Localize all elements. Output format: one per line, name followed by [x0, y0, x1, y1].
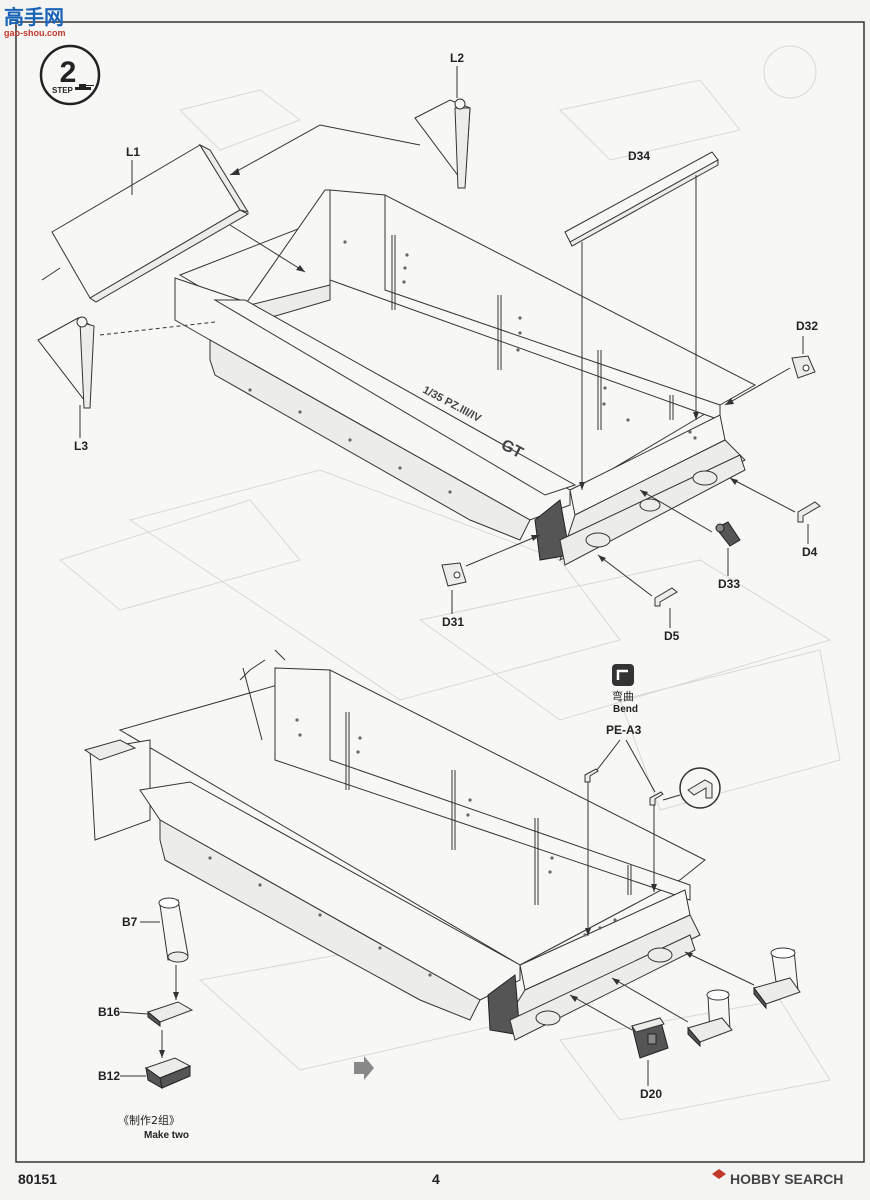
upper-hull-assembly: 1/35 PZ.III/IV GT — [174, 189, 757, 566]
label-B12: B12 — [98, 1069, 120, 1083]
page-number: 4 — [432, 1171, 440, 1187]
part-D31 — [441, 562, 467, 587]
subassembly-tower-left — [687, 989, 733, 1048]
watermark-logo: 高手网 gao-shou.com — [4, 5, 66, 38]
hobby-search-logo: HOBBY SEARCH — [712, 1169, 843, 1187]
watermark-site-url: gao-shou.com — [4, 28, 66, 38]
make-two-cn: 《制作2组》 — [118, 1113, 180, 1127]
rivet-dots-lower — [208, 718, 617, 977]
part-D32 — [791, 355, 816, 379]
subassembly-tower-right — [753, 947, 801, 1010]
label-B7: B7 — [122, 915, 138, 929]
label-L1: L1 — [126, 145, 140, 159]
label-B16: B16 — [98, 1005, 120, 1019]
bend-icon — [612, 664, 634, 686]
hobby-search-icon — [712, 1169, 726, 1179]
label-L2: L2 — [450, 51, 464, 65]
bend-detail-callout — [662, 767, 721, 809]
part-L3 — [37, 316, 95, 409]
part-B12 — [144, 1057, 192, 1089]
step-badge: 2 STEP — [39, 44, 101, 106]
label-D33: D33 — [718, 577, 740, 591]
label-D31: D31 — [442, 615, 464, 629]
part-D4 — [797, 501, 821, 523]
part-D34 — [564, 151, 719, 247]
watermark-site-cn: 高手网 — [4, 5, 64, 29]
part-D33 — [715, 521, 741, 547]
tank-icon — [75, 84, 94, 90]
brand-name: HOBBY SEARCH — [730, 1171, 843, 1187]
part-B7 — [158, 897, 189, 963]
bend-label-en: Bend — [613, 704, 638, 715]
make-two-en: Make two — [144, 1130, 189, 1141]
label-D5: D5 — [664, 629, 680, 643]
label-L3: L3 — [74, 439, 88, 453]
part-B16 — [146, 1001, 194, 1027]
rivet-dots — [248, 240, 697, 494]
part-D20 — [631, 1017, 669, 1059]
step-label: STEP — [52, 86, 74, 95]
bend-label-cn: 弯曲 — [612, 689, 634, 703]
step-number: 2 — [60, 56, 77, 89]
label-PE-A3: PE-A3 — [606, 723, 642, 737]
label-D20: D20 — [640, 1087, 662, 1101]
kit-number: 80151 — [18, 1171, 57, 1187]
part-D5 — [654, 587, 678, 607]
label-D32: D32 — [796, 319, 818, 333]
label-D4: D4 — [802, 545, 818, 559]
part-PE-A3 — [584, 768, 664, 806]
lower-hull-assembly — [83, 649, 706, 1041]
part-L2 — [414, 98, 471, 189]
next-step-arrow-icon — [354, 1056, 374, 1080]
bleed-through-background — [58, 45, 841, 1121]
label-D34: D34 — [628, 149, 650, 163]
part-L1 — [41, 143, 306, 303]
